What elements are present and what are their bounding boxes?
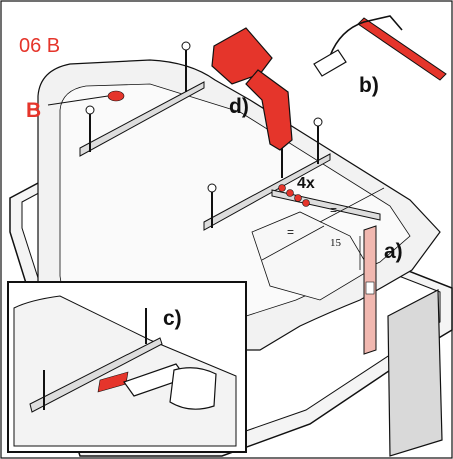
- mounting-rail-2: [203, 117, 331, 231]
- step-label: 06 B: [19, 35, 61, 57]
- wood-batten: [363, 225, 377, 355]
- screws-4x: [278, 184, 310, 207]
- callout-d: d): [229, 95, 249, 118]
- quantity-label: 4x: [297, 175, 315, 192]
- side-panel: [387, 289, 443, 457]
- point-b-label: B: [26, 99, 42, 122]
- hacksaw-icon: [313, 15, 447, 81]
- equal-mark: =: [287, 225, 295, 239]
- callout-a: a): [384, 240, 403, 263]
- equal-mark: =: [330, 203, 338, 217]
- inset-detail: [7, 281, 247, 453]
- point-b-marker: [47, 90, 125, 106]
- drill-icon: [211, 27, 293, 178]
- callout-b: b): [359, 74, 379, 97]
- mounting-rail-1: [79, 41, 205, 157]
- dimension-label: 15: [330, 237, 341, 249]
- caulking-gun-icon: [123, 363, 217, 410]
- callout-c: c): [163, 307, 182, 330]
